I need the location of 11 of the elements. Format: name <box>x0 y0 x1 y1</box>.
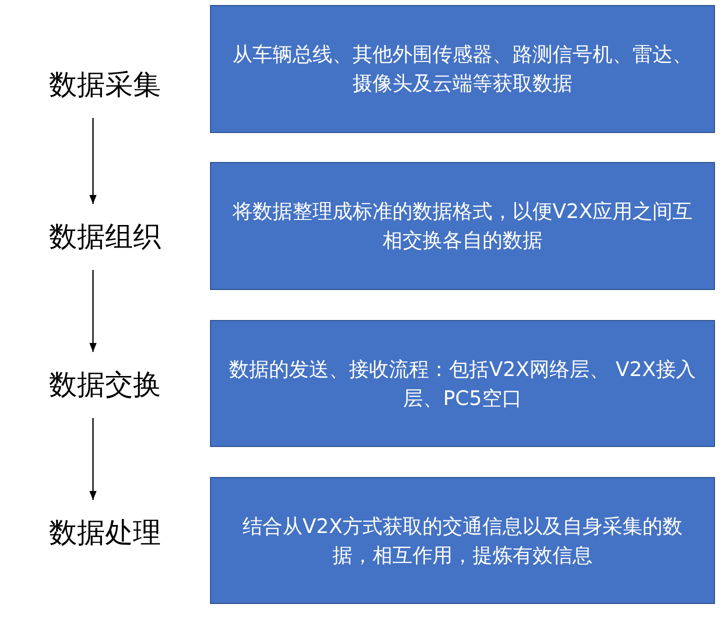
process-box: 数据的发送、接收流程：包括V2X网络层、 V2X接入层、PC5空口 <box>210 320 715 447</box>
arrow <box>89 118 97 204</box>
step-label: 数据处理 <box>49 515 161 551</box>
step-label: 数据采集 <box>49 67 161 103</box>
process-box: 将数据整理成标准的数据格式，以便V2X应用之间互相交换各自的数据 <box>210 162 715 290</box>
step-label: 数据组织 <box>49 219 161 255</box>
arrow <box>89 418 97 500</box>
process-box: 结合从V2X方式获取的交通信息以及自身采集的数据，相互作用，提炼有效信息 <box>210 477 715 604</box>
arrow <box>89 270 97 352</box>
process-box: 从车辆总线、其他外围传感器、路测信号机、雷达、摄像头及云端等获取数据 <box>210 5 715 133</box>
step-label: 数据交换 <box>49 367 161 403</box>
